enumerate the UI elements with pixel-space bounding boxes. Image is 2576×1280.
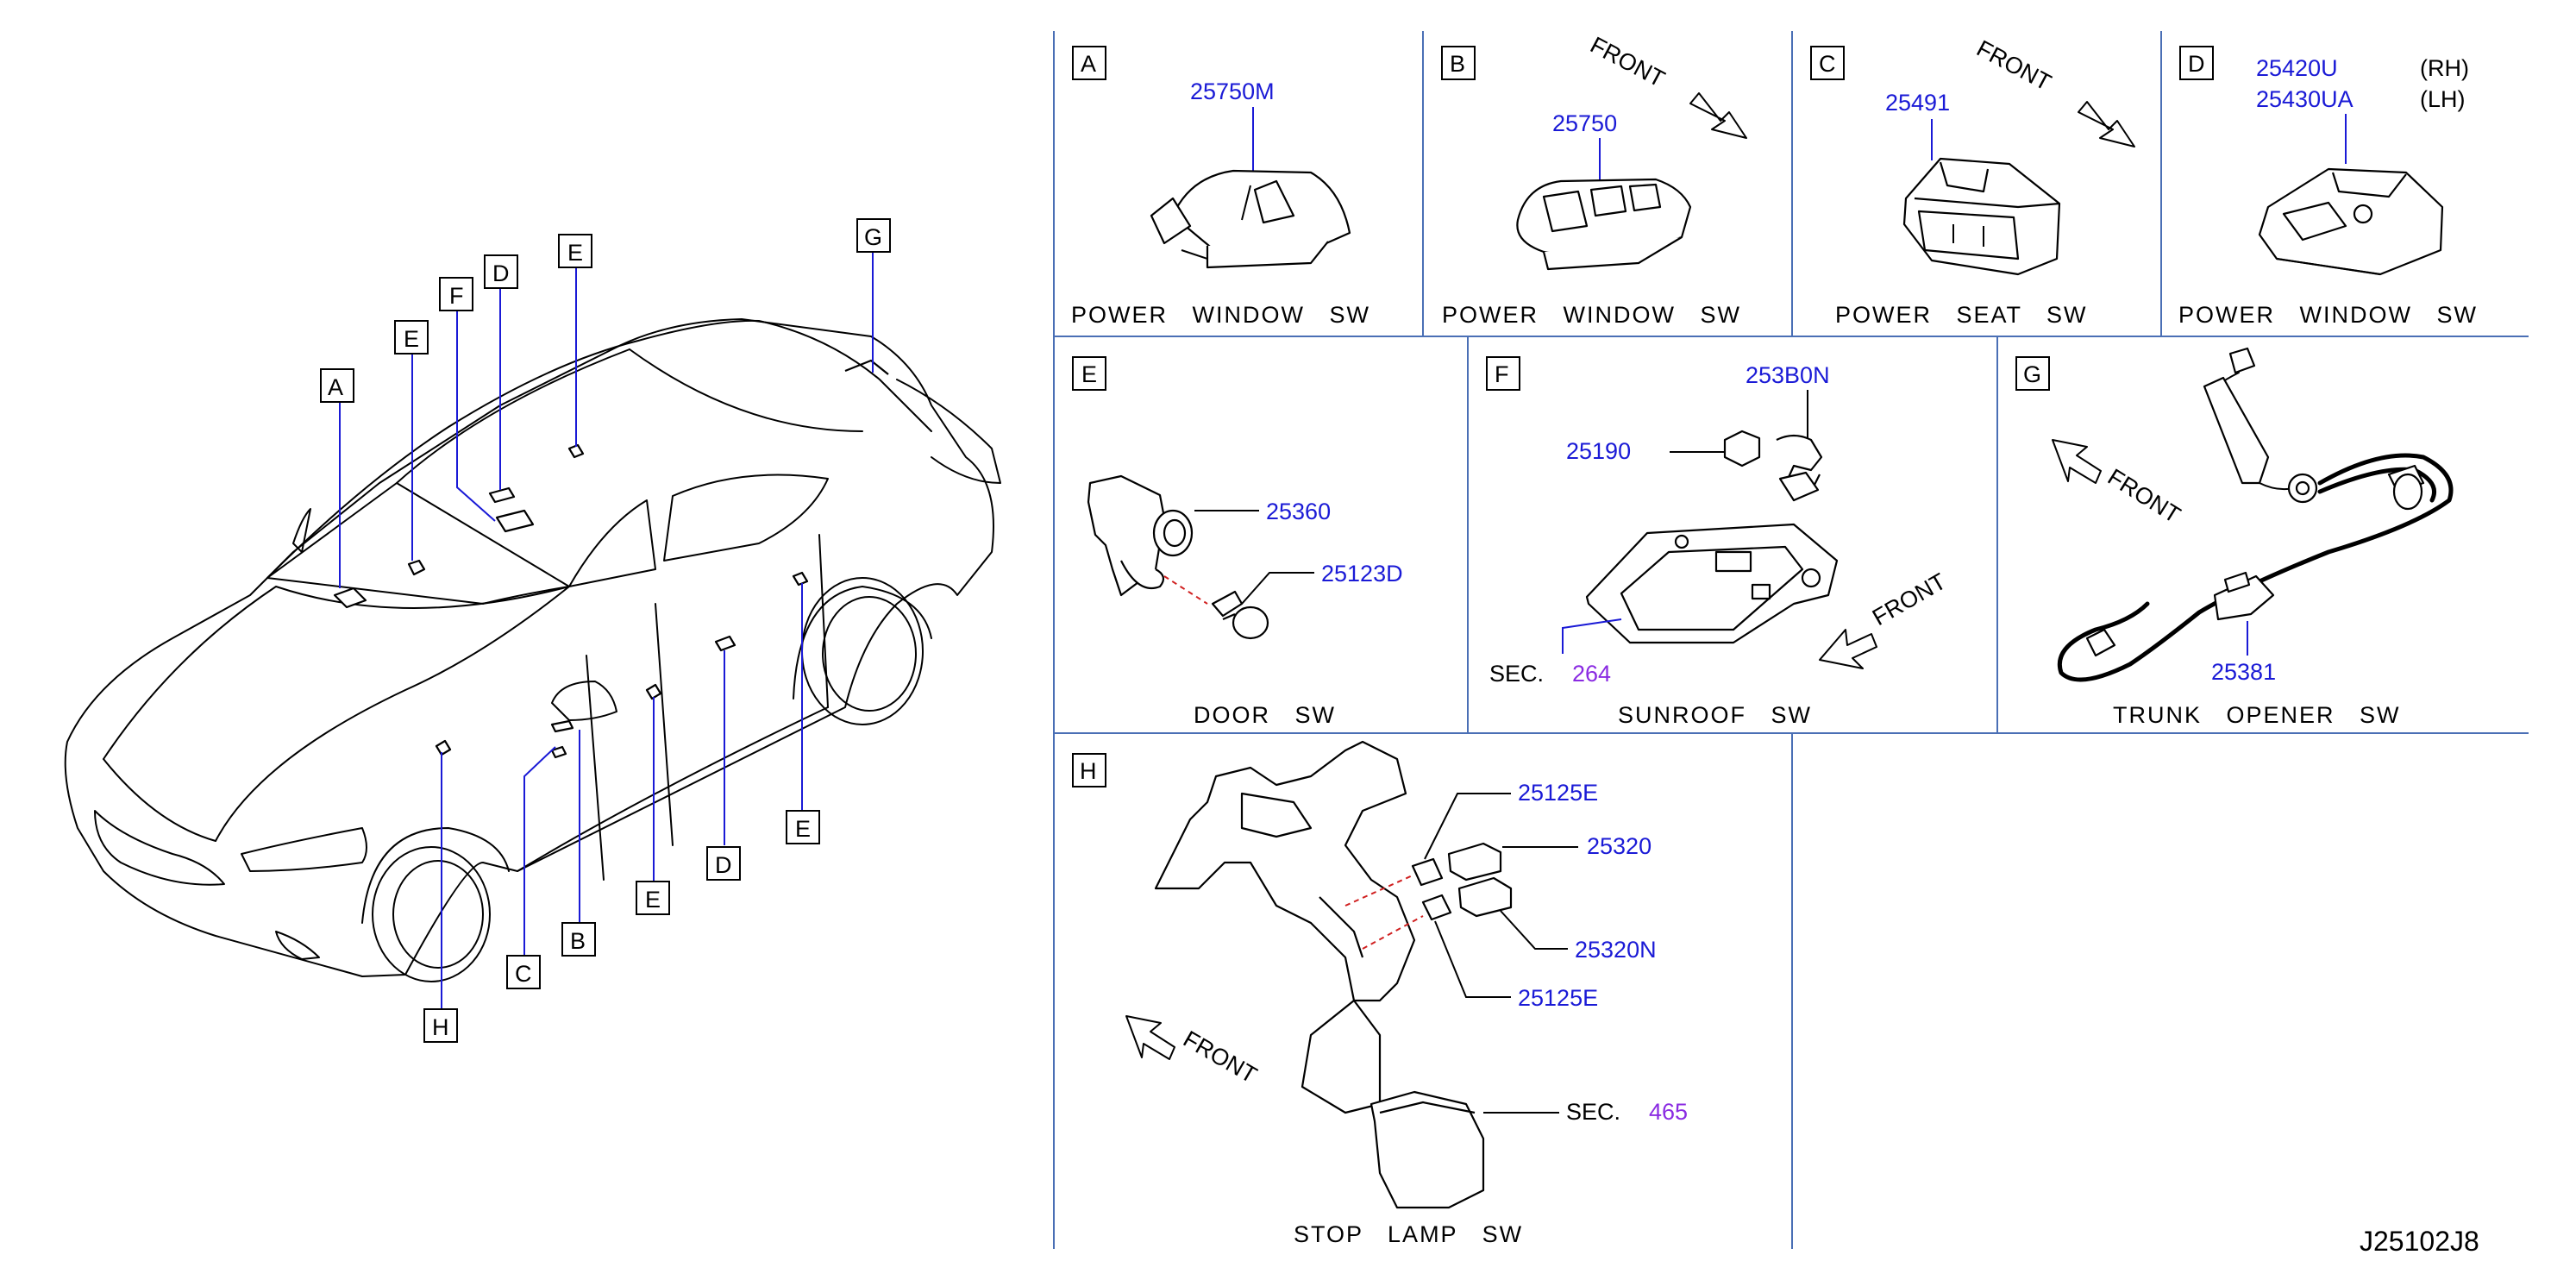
panel-h: H 25125E 25320 25320N 25125E FRONT SEC. … [1072, 740, 1688, 1247]
panel-e-caption: DOOR SW [1194, 702, 1336, 728]
door-switch [1087, 474, 1194, 597]
part-number-25320: 25320 [1587, 833, 1652, 859]
front-arrow-h [1125, 1015, 1175, 1060]
panel-f: F 253B0N 25190 FRONT SEC. 264 SUNROOF SW [1486, 356, 1951, 728]
panel-letter-h: H [1080, 758, 1097, 784]
front-arrow-f [1819, 629, 1877, 669]
part-number-25125e-1: 25125E [1518, 780, 1598, 806]
sunroof-switch-parts [1723, 430, 1823, 502]
overhead-console [1585, 523, 1839, 644]
diagram-id: J25102J8 [2360, 1226, 2479, 1257]
panel-c-caption: POWER SEAT SW [1835, 302, 2088, 328]
stop-lamp-switches [1411, 842, 1513, 921]
front-label-c: FRONT [1972, 35, 2055, 96]
panel-letter-d: D [2188, 51, 2205, 77]
callout-a: A [328, 374, 343, 400]
callout-b: B [570, 928, 586, 954]
panel-b-caption: POWER WINDOW SW [1442, 302, 1741, 328]
part-number-25381: 25381 [2211, 659, 2276, 685]
front-arrow-b [1689, 92, 1747, 139]
vehicle-overview: A E F D E G C B E D E H [64, 218, 1001, 1043]
panel-letter-c: C [1819, 51, 1836, 77]
part-number-25491: 25491 [1885, 90, 1950, 116]
power-seat-switch [1902, 157, 2061, 276]
front-arrow-g [2052, 439, 2102, 484]
panel-grid [1053, 31, 2529, 1249]
callout-h: H [432, 1014, 449, 1040]
side-label-lh: (LH) [2420, 86, 2466, 112]
panel-e: E 25360 25123D DOOR SW [1072, 356, 1403, 728]
panel-g-caption: TRUNK OPENER SW [2113, 702, 2401, 728]
panel-a: A 25750M POWER WINDOW SW [1071, 46, 1370, 328]
front-label-b: FRONT [1586, 32, 1669, 92]
callout-e-1: E [404, 326, 419, 352]
callout-boxes: A E F D E G C B E D E H [320, 218, 891, 1043]
callout-d-1: D [492, 260, 510, 286]
callout-leaders [339, 252, 874, 1009]
part-number-25123d: 25123D [1321, 561, 1403, 587]
panel-letter-g: G [2023, 361, 2041, 387]
panel-letter-b: B [1450, 51, 1465, 77]
callout-c: C [515, 961, 532, 987]
callout-d-2: D [715, 852, 732, 878]
part-number-25125e-2: 25125E [1518, 985, 1598, 1011]
power-window-switch-b [1516, 178, 1692, 271]
part-number-25430ua: 25430UA [2256, 86, 2353, 112]
power-window-switch-a [1150, 169, 1351, 269]
part-number-25420u: 25420U [2256, 55, 2338, 81]
panel-letter-f: F [1495, 361, 1509, 387]
part-number-25750: 25750 [1552, 110, 1617, 136]
trunk-opener-switch [2058, 347, 2454, 682]
sec-label-f: SEC. [1489, 661, 1544, 687]
panel-d: D 25420U (RH) 25430UA (LH) POWER WINDOW … [2178, 46, 2478, 328]
panel-letter-a: A [1081, 51, 1096, 77]
front-label-g: FRONT [2103, 464, 2185, 529]
panel-h-caption: STOP LAMP SW [1294, 1221, 1523, 1247]
callout-g: G [864, 224, 882, 250]
component-markers [333, 359, 889, 759]
callout-f: F [449, 283, 464, 309]
front-label-f: FRONT [1868, 568, 1951, 631]
part-number-25320n: 25320N [1575, 937, 1657, 963]
callout-e-2: E [567, 240, 583, 266]
panel-a-caption: POWER WINDOW SW [1071, 302, 1370, 328]
part-number-25190: 25190 [1566, 438, 1631, 464]
sec-number-264: 264 [1572, 661, 1611, 687]
panel-f-caption: SUNROOF SW [1618, 702, 1812, 728]
brake-pedal-assembly [1154, 740, 1485, 1209]
panel-b: B FRONT 25750 POWER WINDOW SW [1441, 32, 1747, 328]
callout-e-4: E [795, 816, 811, 842]
door-switch-bolt [1211, 590, 1269, 640]
side-label-rh: (RH) [2420, 55, 2469, 81]
part-number-25750m: 25750M [1190, 78, 1275, 104]
car-outline [64, 318, 1001, 982]
part-number-25360: 25360 [1266, 499, 1331, 524]
front-arrow-c [2078, 101, 2135, 147]
panel-letter-e: E [1081, 361, 1097, 387]
panel-d-caption: POWER WINDOW SW [2178, 302, 2478, 328]
front-label-h: FRONT [1179, 1026, 1262, 1088]
panel-g: G FRONT 25381 TRUNK OPENER SW [2015, 347, 2454, 728]
panel-c: C FRONT 25491 POWER SEAT SW [1810, 35, 2135, 328]
power-window-switch-d [2258, 167, 2444, 276]
part-number-253b0n: 253B0N [1746, 362, 1830, 388]
sec-number-465: 465 [1649, 1099, 1688, 1125]
callout-e-3: E [645, 887, 661, 913]
sec-label-h: SEC. [1566, 1099, 1620, 1125]
